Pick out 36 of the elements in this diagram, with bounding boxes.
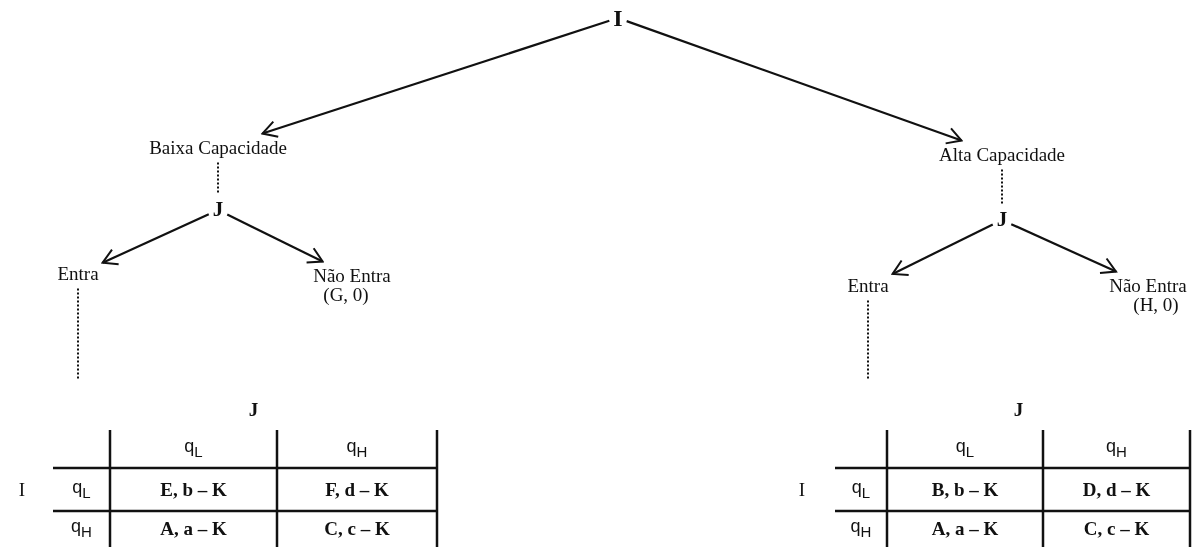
strategy-label: q$_{L}$ — [72, 477, 91, 502]
payoff-text: A, a – K — [931, 518, 999, 540]
strategy-label: q$_{H}$ — [850, 517, 872, 541]
action-label: Entra — [847, 275, 889, 297]
dotted-line — [1001, 168, 1003, 206]
player-label: J — [248, 399, 259, 421]
payoff-text: E, b – K — [160, 479, 227, 500]
player-label: J — [212, 198, 224, 222]
arrow — [261, 19, 610, 138]
player-label: I — [613, 4, 623, 32]
payoff-text: C, c – K — [324, 518, 390, 540]
arrow — [891, 223, 994, 276]
arrow — [226, 213, 324, 264]
choice-label: Baixa Capacidade — [149, 137, 287, 159]
payoff-text: B, b – K — [931, 479, 999, 500]
player-label: I — [18, 479, 26, 500]
arrow — [626, 20, 963, 145]
payoff-text: F, d – K — [325, 479, 389, 500]
strategy-label: q$_{L}$ — [184, 437, 203, 461]
dotted-line — [77, 287, 79, 381]
strategy-label: q$_{L}$ — [955, 437, 975, 461]
dotted-line — [867, 299, 869, 381]
payoff-text: A, a – K — [160, 518, 227, 540]
payoff-text: C, c – K — [1083, 518, 1150, 540]
strategy-label: q$_{H}$ — [346, 437, 368, 461]
action-label: Entra — [57, 263, 99, 285]
player-label: J — [996, 208, 1008, 232]
strategy-label: q$_{H}$ — [1106, 437, 1127, 461]
arrow — [101, 213, 210, 266]
player-label: J — [1013, 399, 1024, 421]
choice-label: Alta Capacidade — [938, 144, 1066, 166]
strategy-label: q$_{H}$ — [71, 517, 92, 541]
strategy-label: q$_{L}$ — [851, 477, 871, 502]
player-label: I — [798, 479, 806, 500]
arrow — [1010, 223, 1118, 275]
payoff-text: D, d – K — [1082, 479, 1151, 500]
